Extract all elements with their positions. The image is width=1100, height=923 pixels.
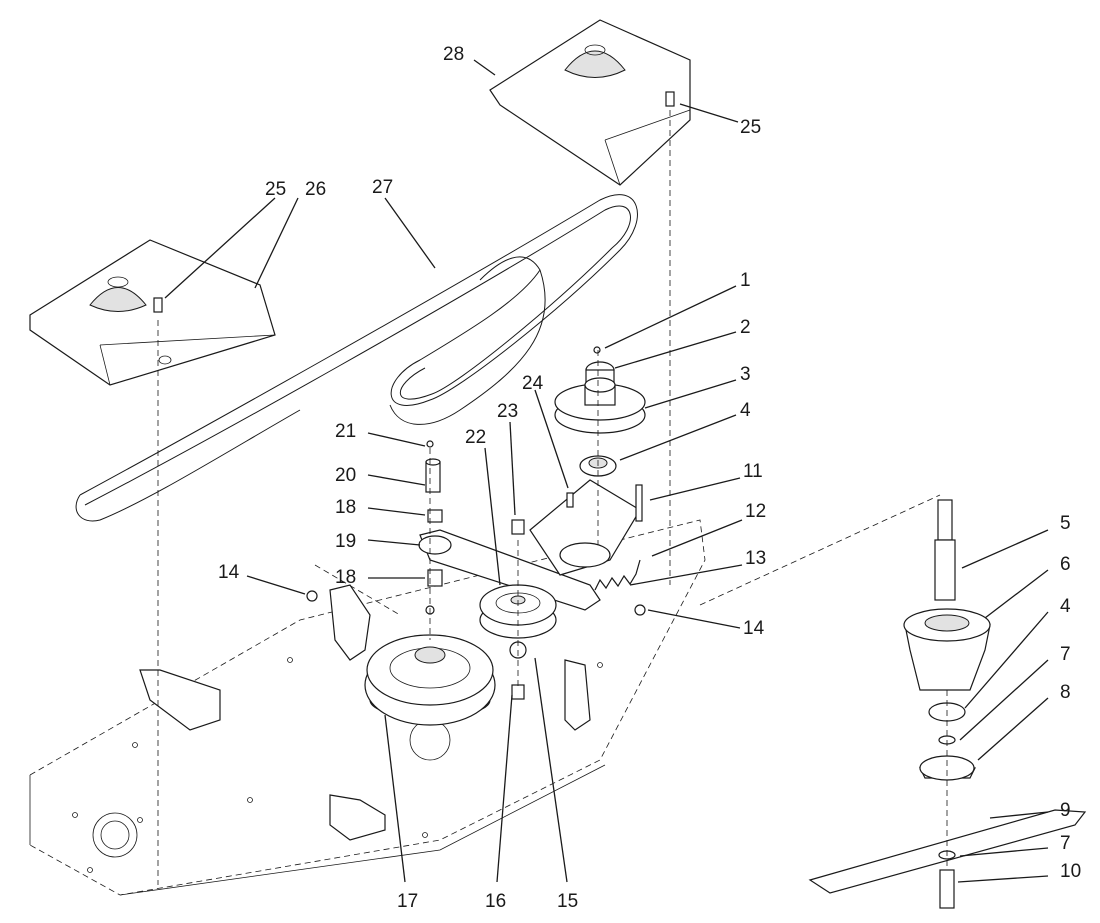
mounting-plate (529, 479, 641, 576)
upper-pulley-stack (554, 346, 646, 477)
drive-belts (75, 194, 638, 522)
callout-14: 14 (218, 562, 240, 583)
callout-labels: 28 25 25 26 27 1 2 3 24 23 22 4 21 11 20… (218, 44, 1081, 912)
mower-deck (29, 519, 706, 896)
alignment-centerlines (157, 110, 948, 885)
callout-22: 22 (465, 427, 486, 448)
callout-1: 1 (740, 270, 751, 291)
callout-25: 25 (265, 179, 286, 200)
left-belt-cover (29, 239, 276, 386)
callout-27: 27 (372, 177, 393, 198)
callout-19: 19 (335, 531, 356, 552)
callout-21: 21 (335, 421, 356, 442)
callout-18: 18 (335, 497, 356, 518)
callout-15: 15 (557, 891, 578, 912)
callout-9: 9 (1060, 800, 1071, 821)
idler-hardware (306, 440, 646, 700)
callout-13: 13 (745, 548, 766, 569)
callout-16: 16 (485, 891, 506, 912)
callout-11: 11 (743, 461, 763, 482)
right-belt-cover (489, 19, 691, 186)
callout-18: 18 (335, 567, 356, 588)
callout-2: 2 (740, 317, 751, 338)
leader-lines (164, 59, 1049, 883)
drive-pulley (364, 634, 496, 726)
callout-10: 10 (1060, 861, 1081, 882)
callout-4: 4 (740, 400, 751, 421)
callout-12: 12 (745, 501, 766, 522)
callout-25: 25 (740, 117, 761, 138)
blade-spindle-assembly (808, 499, 1087, 909)
callout-3: 3 (740, 364, 751, 385)
callout-5: 5 (1060, 513, 1071, 534)
callout-17: 17 (397, 891, 418, 912)
callout-23: 23 (497, 401, 518, 422)
callout-20: 20 (335, 465, 356, 486)
callout-8: 8 (1060, 682, 1071, 703)
callout-28: 28 (443, 44, 464, 65)
callout-4: 4 (1060, 596, 1071, 617)
callout-6: 6 (1060, 554, 1071, 575)
callout-26: 26 (305, 179, 326, 200)
callout-7: 7 (1060, 644, 1071, 665)
callout-7: 7 (1060, 833, 1071, 854)
callout-14: 14 (743, 618, 765, 639)
callout-24: 24 (522, 373, 544, 394)
